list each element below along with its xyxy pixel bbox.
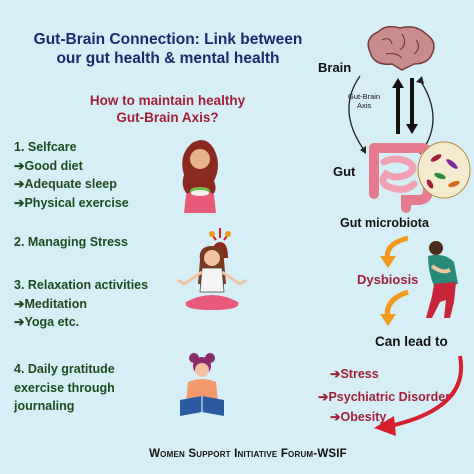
stomach-ache-person-icon xyxy=(426,241,458,318)
down-arrow-icon xyxy=(380,235,409,268)
outcome-psychiatric-disorder: ➔Psychiatric Disorder xyxy=(318,390,451,404)
woman-eating-salad-icon xyxy=(182,140,218,213)
step-item: ➔Yoga etc. xyxy=(14,315,80,329)
title-line-1: Gut-Brain Connection: Link between xyxy=(33,31,303,48)
step-item: ➔Physical exercise xyxy=(14,195,129,210)
axis-label-line-2: Axis xyxy=(356,101,372,110)
axis-label-line-1: Gut-Brain xyxy=(348,92,381,101)
bidirectional-arrow-icon xyxy=(392,78,418,134)
step-item: journaling xyxy=(14,399,75,413)
step-gratitude: 4. Daily gratitude exercise through jour… xyxy=(14,360,115,416)
curved-arrow-icon xyxy=(374,355,464,436)
journaling-woman-icon xyxy=(180,353,224,416)
down-arrow-icon xyxy=(380,289,409,326)
brain-icon xyxy=(367,25,435,71)
step-heading: 1. Selfcare xyxy=(14,140,77,154)
title-line-2: our gut health & mental health xyxy=(56,50,280,67)
subtitle-line-1: How to maintain healthy xyxy=(89,93,246,108)
step-heading: 3. Relaxation activities xyxy=(14,278,149,292)
microbiota-icon xyxy=(417,141,471,199)
microbiota-label: Gut microbiota xyxy=(340,216,429,230)
outcome-stress: ➔Stress xyxy=(330,367,379,381)
step-heading: 2. Managing Stress xyxy=(14,235,128,249)
poster-title: Gut-Brain Connection: Link between our g… xyxy=(8,30,328,68)
step-selfcare: 1. Selfcare ➔Good diet ➔Adequate sleep ➔… xyxy=(14,138,129,212)
step-item: ➔Adequate sleep xyxy=(14,177,117,191)
step-item: ➔Good diet xyxy=(14,158,83,173)
meditating-woman-icon xyxy=(177,246,247,310)
outcome-obesity: ➔Obesity xyxy=(330,410,387,424)
step-relaxation: 3. Relaxation activities ➔Meditation ➔Yo… xyxy=(14,276,148,332)
brain-label: Brain xyxy=(318,60,352,75)
step-item: exercise through xyxy=(14,380,115,395)
step-heading: 4. Daily gratitude xyxy=(14,362,115,376)
axis-label: Gut-Brain Axis xyxy=(348,92,380,110)
subtitle-line-2: Gut-Brain Axis? xyxy=(116,110,219,125)
lead-to-label: Can lead to xyxy=(375,334,448,349)
footer-credit: Women Support Initiative Forum-WSIF xyxy=(149,448,347,460)
gut-label: Gut xyxy=(333,164,356,179)
step-item: ➔Meditation xyxy=(14,296,87,311)
dysbiosis-label: Dysbiosis xyxy=(357,272,419,287)
section-heading: How to maintain healthy Gut-Brain Axis? xyxy=(55,92,280,126)
step-managing-stress: 2. Managing Stress xyxy=(14,233,128,252)
